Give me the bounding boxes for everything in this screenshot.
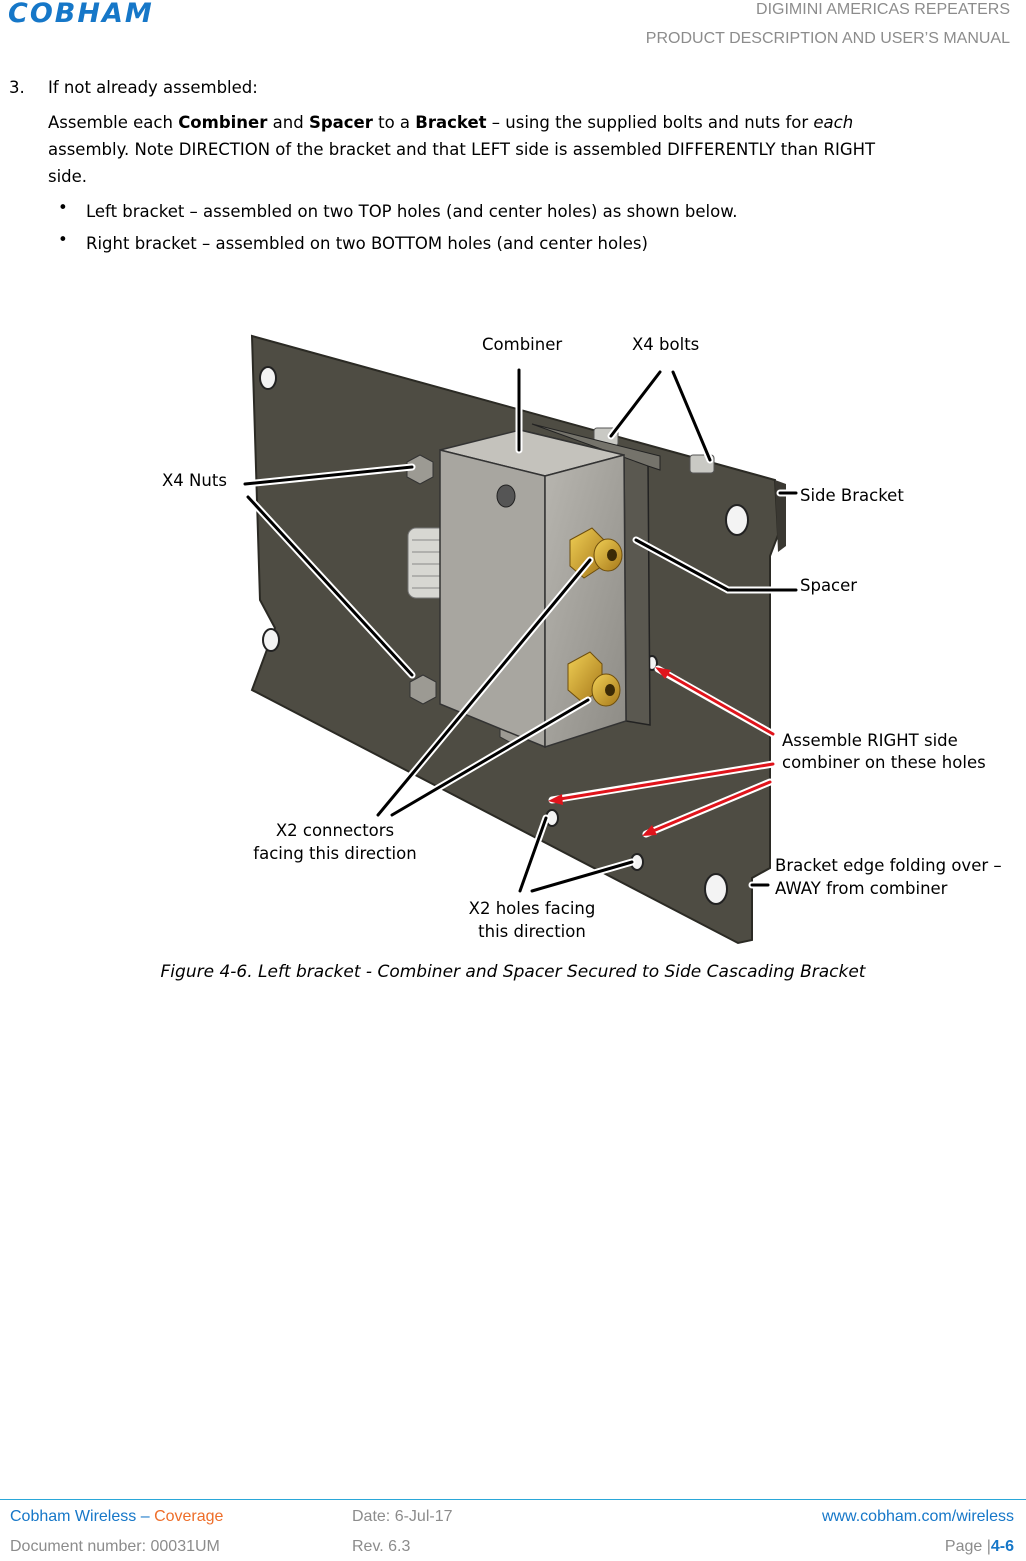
header-title-line2: PRODUCT DESCRIPTION AND USER’S MANUAL bbox=[645, 30, 1010, 47]
callout-lines bbox=[241, 366, 800, 895]
label-x4-bolts: X4 bolts bbox=[632, 335, 699, 354]
label-x2-connectors-line1: X2 connectors bbox=[276, 821, 394, 840]
label-side-bracket: Side Bracket bbox=[800, 486, 904, 505]
footer-divider bbox=[0, 1499, 1026, 1500]
logo-text: COBHAM bbox=[8, 0, 154, 26]
footer-revision: Rev. 6.3 bbox=[352, 1538, 411, 1555]
term-bracket: Bracket bbox=[415, 113, 487, 132]
bracket-hole bbox=[725, 504, 749, 536]
bullet-right-bracket: Right bracket – assembled on two BOTTOM … bbox=[86, 234, 648, 253]
arrow-head bbox=[655, 667, 671, 679]
footer-page-number: Page |4-6 bbox=[944, 1538, 1014, 1555]
term-combiner: Combiner bbox=[178, 113, 268, 132]
figure-caption: Figure 4-6. Left bracket - Combiner and … bbox=[160, 962, 866, 982]
cobham-logo: COBHAM bbox=[6, 0, 216, 30]
footer-website-link[interactable]: www.cobham.com/wireless bbox=[821, 1508, 1014, 1525]
label-assemble-right-line2: combiner on these holes bbox=[782, 753, 986, 772]
label-assemble-right-line1: Assemble RIGHT side bbox=[782, 731, 958, 750]
label-bracket-edge-line1: Bracket edge folding over – bbox=[775, 856, 1002, 875]
label-x2-connectors-line2: facing this direction bbox=[253, 844, 416, 863]
combiner-screw-hole bbox=[496, 484, 516, 508]
term-each: each bbox=[813, 113, 854, 132]
footer-company: Cobham Wireless – Coverage bbox=[10, 1508, 224, 1525]
sma-connectors bbox=[567, 527, 623, 707]
red-arrows bbox=[548, 665, 777, 838]
label-bracket-edge-line2: AWAY from combiner bbox=[775, 879, 948, 898]
nut bbox=[406, 454, 434, 485]
bracket-assembly-figure: Combiner X4 bolts X4 Nuts Side Bracket S… bbox=[162, 334, 1002, 945]
step-title: If not already assembled: bbox=[48, 78, 258, 97]
footer-date: Date: 6-Jul-17 bbox=[352, 1508, 453, 1525]
paragraph-line2: assembly. Note DIRECTION of the bracket … bbox=[48, 140, 876, 159]
bullet-dot: • bbox=[58, 198, 68, 217]
paragraph-line3: side. bbox=[48, 167, 88, 186]
step-number: 3. bbox=[9, 78, 25, 97]
label-spacer: Spacer bbox=[800, 576, 857, 595]
bracket-hole bbox=[259, 366, 277, 390]
bullet-left-bracket: Left bracket – assembled on two TOP hole… bbox=[86, 202, 738, 221]
term-spacer: Spacer bbox=[308, 113, 373, 132]
bullet-dot: • bbox=[58, 230, 68, 249]
label-combiner: Combiner bbox=[482, 335, 562, 354]
paragraph-line1: Assemble each Combiner and Spacer to a B… bbox=[48, 113, 854, 132]
bracket-hole bbox=[262, 628, 280, 652]
footer-doc-number: Document number: 00031UM bbox=[10, 1538, 220, 1555]
label-x2-holes-line2: this direction bbox=[478, 922, 586, 941]
bracket-hole bbox=[704, 873, 728, 905]
label-x2-holes-line1: X2 holes facing bbox=[469, 899, 596, 918]
nut bbox=[409, 674, 437, 705]
label-x4-nuts: X4 Nuts bbox=[162, 471, 227, 490]
instruction-paragraph: Assemble each Combiner and Spacer to a B… bbox=[48, 109, 875, 190]
arrow-head bbox=[642, 825, 657, 836]
arrow-head bbox=[548, 794, 563, 805]
header-title-line1: DIGIMINI AMERICAS REPEATERS bbox=[756, 1, 1010, 18]
